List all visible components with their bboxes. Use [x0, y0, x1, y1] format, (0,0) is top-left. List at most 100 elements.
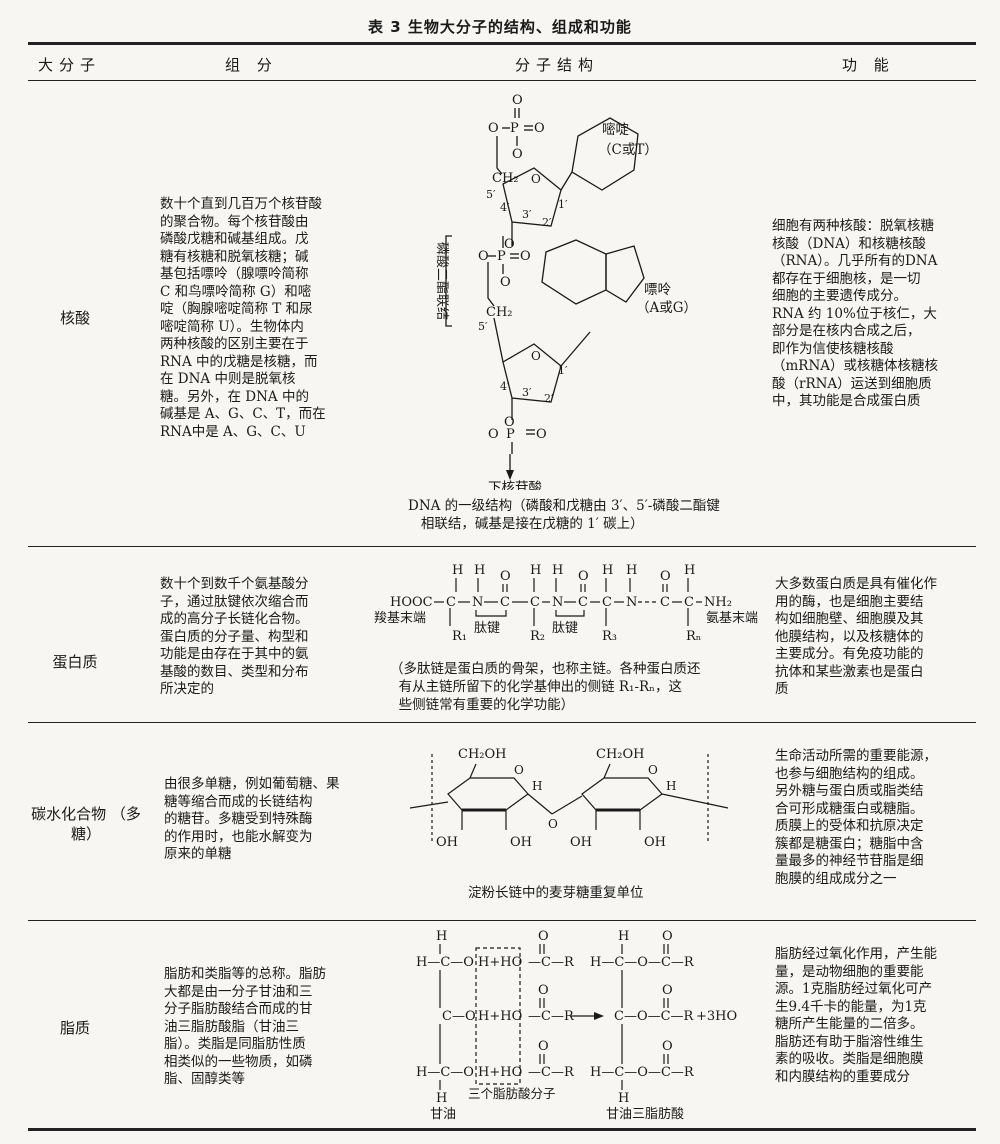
oh-label-3: OH: [570, 835, 592, 850]
oh-label-4: OH: [644, 835, 666, 850]
svg-text:CH₂: CH₂: [486, 305, 513, 320]
svg-text:C: C: [500, 595, 510, 610]
svg-text:O: O: [538, 1039, 549, 1054]
svg-text:C: C: [684, 595, 694, 610]
svg-text:H: H: [452, 563, 463, 578]
svg-text:—C—R: —C—R: [528, 1009, 575, 1024]
svg-text:H: H: [684, 563, 695, 578]
svg-text:H: H: [552, 563, 563, 578]
row-name-carbohydrate: 碳水化合物 （多糖）: [31, 805, 141, 843]
oh-label-1: OH: [436, 835, 458, 850]
header-structure: 分子结构: [515, 56, 600, 74]
c-terminus-label: 羧基末端: [374, 610, 426, 626]
fatty-acids-label: 三个脂肪酸分子: [468, 1086, 556, 1101]
svg-text:O: O: [488, 427, 499, 442]
svg-text:H: H: [618, 929, 629, 944]
svg-text:O: O: [514, 763, 524, 777]
svg-text:O: O: [662, 1039, 673, 1054]
svg-text:N: N: [472, 595, 483, 610]
svg-text:—C—R: —C—R: [528, 955, 575, 970]
caption-carbohydrate: 淀粉长链中的麦芽糖重复单位: [468, 885, 644, 901]
svg-text:H: H: [532, 779, 542, 793]
peptide-bond-label-1: 肽键: [474, 621, 500, 636]
pyrimidine-label: 嘧啶: [602, 122, 629, 138]
svg-text:O: O: [536, 427, 547, 442]
svg-text:H: H: [436, 1091, 447, 1106]
row-name-protein: 蛋白质: [52, 653, 98, 671]
svg-text:1′: 1′: [558, 364, 568, 377]
composition-protein: 数十个到数千个氨基酸分 子，通过肽键依次缩合而 成的高分子长链化合物。 蛋白质的…: [160, 576, 309, 697]
svg-text:O: O: [531, 172, 541, 186]
svg-text:N: N: [552, 595, 563, 610]
svg-text:H: H: [530, 563, 541, 578]
svg-text:H: H: [602, 563, 613, 578]
svg-text:O: O: [648, 763, 658, 777]
top-rule: [28, 42, 976, 45]
svg-text:CH₂: CH₂: [492, 171, 519, 186]
purine-bases-label: （A或G）: [636, 300, 697, 316]
pyrimidine-bases-label: （C或T）: [598, 142, 658, 158]
composition-lipid: 脂肪和类脂等的总称。脂肪 大都是由一分子甘油和三 分子脂肪酸结合而成的甘 油三脂…: [164, 966, 326, 1087]
header-function: 功 能: [842, 56, 895, 74]
svg-text:O: O: [504, 415, 515, 430]
svg-text:H+HO: H+HO: [478, 1065, 522, 1080]
n-terminus-label: 氨基末端: [706, 611, 758, 626]
function-carbohydrate: 生命活动所需的重要能源， 也参与细胞结构的组成。 另外糖与蛋白质或脂类结 合可形…: [775, 748, 937, 887]
svg-text:H—C—O: H—C—O: [416, 1065, 474, 1080]
row-name-nucleic-acid: 核酸: [59, 309, 90, 327]
svg-text:O: O: [512, 93, 523, 108]
row-name-lipid: 脂质: [59, 1019, 90, 1037]
glycerol-label: 甘油: [430, 1107, 456, 1122]
composition-carbohydrate: 由很多单糖，例如葡萄糖、果 糖等缩合而成的长链结构 的糖苷。多糖受到特殊酶 的作…: [164, 776, 340, 862]
function-nucleic-acid: 细胞有两种核酸：脱氧核糖 核酸（DNA）和核糖核酸 （RNA）。几乎所有的DNA…: [772, 218, 939, 409]
svg-text:O: O: [662, 929, 673, 944]
svg-text:R₁: R₁: [452, 629, 467, 644]
table-title: 表 3 生物大分子的结构、组成和功能: [368, 18, 632, 36]
ch2oh-label-1: CH₂OH: [458, 747, 507, 762]
dna-structure-diagram: O O P O O CH₂ 5′ 4′ 3′ 2′ 1′ O O O P O O…: [434, 93, 697, 490]
caption-dna: DNA 的一级结构（磷酸和戊糖由 3′、5′-磷酸二酯键 相联结，碱基是接在戊糖…: [408, 498, 720, 532]
svg-text:4′: 4′: [500, 380, 510, 393]
svg-text:C: C: [530, 595, 540, 610]
phosphodiester-bond-label: 磷酸二酯联结: [434, 242, 449, 320]
svg-text:4′: 4′: [500, 201, 510, 214]
row-divider: [28, 920, 976, 921]
svg-text:—C—R: —C—R: [528, 1065, 575, 1080]
ch2oh-label-2: CH₂OH: [596, 747, 645, 762]
svg-text:N: N: [626, 595, 637, 610]
svg-text:O: O: [478, 249, 489, 264]
svg-text:2′: 2′: [544, 392, 554, 405]
svg-text:Rₙ: Rₙ: [686, 629, 701, 644]
row-divider: [28, 722, 976, 723]
svg-text:O: O: [500, 569, 511, 584]
svg-text:2′: 2′: [542, 216, 552, 229]
peptide-bond-label-2: 肽键: [552, 621, 578, 636]
svg-text:O: O: [534, 121, 545, 136]
triglyceride-reaction-diagram: H H—C—O H+HO —C—R O C—O H+HO —C—R O H—C—…: [416, 929, 737, 1122]
svg-text:P: P: [497, 249, 506, 264]
header-rule: [28, 80, 976, 81]
header-macromolecule: 大分子: [38, 56, 102, 74]
amino-group: NH₂: [704, 595, 732, 610]
next-nucleotide-label: 下核苷酸: [488, 480, 542, 490]
svg-text:H—C—O: H—C—O: [416, 955, 474, 970]
svg-text:O: O: [512, 147, 523, 162]
function-protein: 大多数蛋白质是具有催化作 用的酶，也是细胞主要结 构如细胞壁、细胞膜及其 他膜结…: [775, 576, 937, 697]
svg-text:5′: 5′: [486, 188, 496, 201]
svg-text:H: H: [474, 563, 485, 578]
svg-text:O: O: [500, 275, 511, 290]
svg-text:H: H: [666, 779, 676, 793]
caption-protein: （多肽链是蛋白质的骨架，也称主链。各种蛋白质还 有从主链所留下的化学基伸出的侧链…: [390, 661, 701, 713]
svg-text:H: H: [436, 929, 447, 944]
svg-text:P: P: [510, 121, 519, 136]
svg-text:H—C—O—C—R: H—C—O—C—R: [590, 955, 695, 970]
svg-text:C: C: [446, 595, 456, 610]
svg-text:P: P: [506, 427, 515, 442]
carboxyl-group: HOOC: [390, 595, 433, 610]
svg-text:H—C—O—C—R: H—C—O—C—R: [590, 1065, 695, 1080]
svg-text:O: O: [578, 569, 589, 584]
svg-text:H+HO: H+HO: [478, 955, 522, 970]
svg-text:R₃: R₃: [602, 629, 617, 644]
function-lipid: 脂肪经过氧化作用，产生能 量，是动物细胞的重要能 源。1克脂肪经过氧化可产 生9…: [775, 946, 937, 1085]
